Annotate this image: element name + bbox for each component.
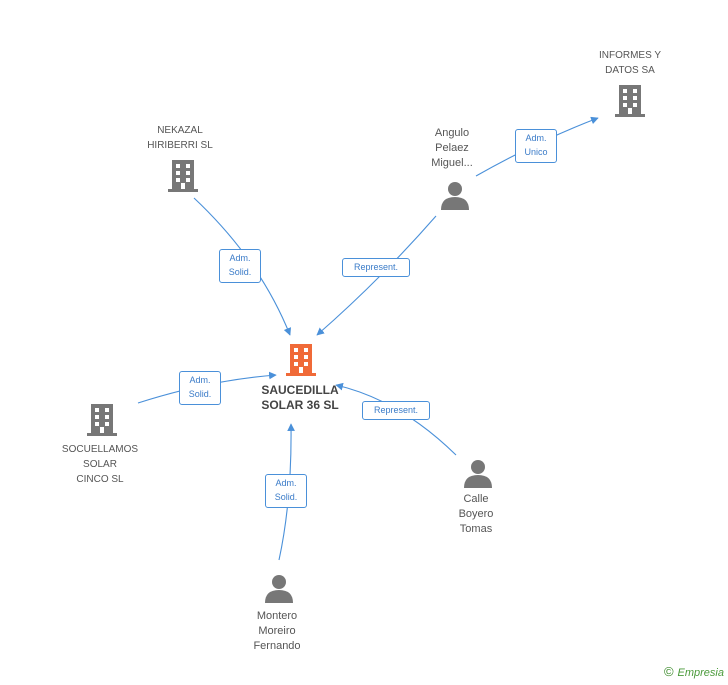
building-icon: [168, 160, 198, 192]
center-company-label[interactable]: SAUCEDILLA SOLAR 36 SL: [261, 383, 339, 412]
edge-label-socuellamos-center: Adm. Solid.: [179, 371, 221, 405]
brand-watermark: ©Empresia: [664, 664, 724, 679]
edge-label-calle-center: Represent.: [362, 401, 430, 420]
brand-name: Empresia: [677, 667, 724, 679]
edges: [137, 116, 599, 561]
building-icon: [87, 404, 117, 436]
person-label-calle[interactable]: Calle Boyero Tomas: [458, 493, 494, 535]
center-building-icon: [286, 344, 316, 376]
copyright-symbol: ©: [663, 664, 674, 679]
edge-label-montero-center: Adm. Solid.: [265, 474, 307, 508]
edge-angulo-center: [316, 215, 437, 336]
person-label-angulo[interactable]: Angulo Pelaez Miguel...: [431, 127, 473, 169]
person-label-montero[interactable]: Montero Moreiro Fernando: [253, 610, 301, 652]
edge-calle-center: [335, 382, 457, 456]
person-icon: [464, 460, 492, 488]
company-label-informes[interactable]: INFORMES Y DATOS SA: [598, 50, 662, 76]
person-icon: [441, 182, 469, 210]
company-label-socuellamos[interactable]: SOCUELLAMOS SOLAR CINCO SL: [61, 444, 139, 485]
company-label-nekazal[interactable]: NEKAZAL HIRIBERRI SL: [147, 125, 213, 151]
person-icon: [265, 575, 293, 603]
building-icon: [615, 85, 645, 117]
edge-label-angulo-center: Represent.: [342, 258, 410, 277]
edge-label-nekazal-center: Adm. Solid.: [219, 249, 261, 283]
edge-label-angulo-informes: Adm. Unico: [515, 129, 557, 163]
